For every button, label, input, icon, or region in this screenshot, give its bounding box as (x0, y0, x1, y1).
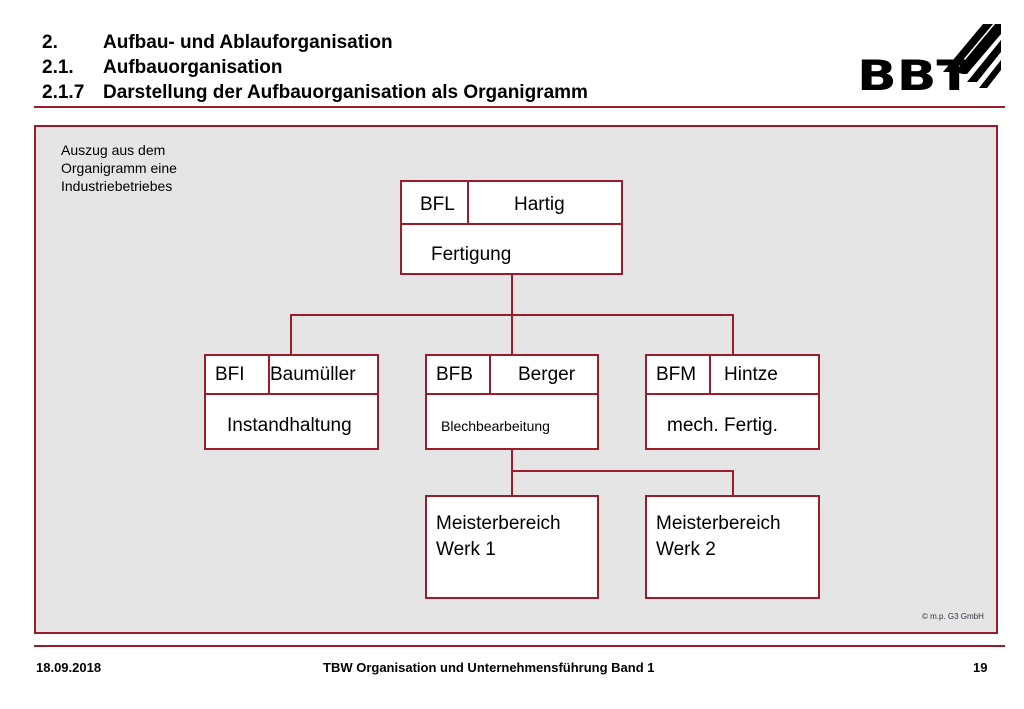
box-header (427, 356, 597, 395)
title-line-1: 2. Aufbau- und Ablauforganisation (42, 32, 393, 54)
connector-bfb (511, 314, 513, 356)
page-number: 19 (973, 660, 988, 675)
logo-text: BBT (857, 51, 972, 100)
box-department: mech. Fertig. (667, 415, 778, 436)
box-header (206, 356, 377, 395)
title-line-3: 2.1.7 Darstellung der Aufbauorganisation … (42, 82, 588, 104)
diagram-note: Auszug aus dem Organigramm eine Industri… (61, 142, 177, 194)
section-number: 2. (42, 32, 58, 53)
box-line-1: Meisterbereich (436, 513, 561, 534)
org-box-bfm: BFM Hintze mech. Fertig. (645, 354, 820, 450)
header-rule (34, 106, 1005, 108)
box-department: Instandhaltung (227, 415, 352, 436)
box-divider (709, 356, 711, 393)
title-line-2: 2.1. Aufbauorganisation (42, 57, 282, 79)
connector-bfb-down (511, 447, 513, 497)
box-person: Hintze (724, 364, 778, 385)
org-box-bfi: BFI Baumüller Instandhaltung (204, 354, 379, 450)
box-divider (467, 182, 469, 223)
box-person: Berger (518, 364, 576, 385)
org-box-werk1: Meisterbereich Werk 1 (425, 495, 599, 599)
section-title: Darstellung der Aufbauorganisation als O… (103, 82, 588, 103)
box-line-2: Werk 1 (436, 539, 496, 560)
connector-bfm (732, 314, 734, 356)
section-title: Aufbauorganisation (103, 57, 283, 78)
box-header (647, 356, 818, 395)
box-line-1: Meisterbereich (656, 513, 781, 534)
footer-date: 18.09.2018 (36, 660, 102, 675)
org-box-root: BFL Hartig Fertigung (400, 180, 623, 275)
box-person: Baumüller (270, 364, 356, 385)
box-department: Fertigung (431, 244, 512, 265)
connector-werk2 (732, 470, 734, 497)
section-number: 2.1. (42, 57, 74, 78)
box-person: Hartig (514, 194, 565, 215)
footer-rule (34, 645, 1005, 647)
box-code: BFM (656, 364, 697, 385)
connector-bfi (290, 314, 292, 356)
org-box-bfb: BFB Berger Blechbearbeitung (425, 354, 599, 450)
copyright-note: © m.p. G3 GmbH (922, 612, 984, 621)
section-title: Aufbau- und Ablauforganisation (103, 32, 393, 53)
box-divider (489, 356, 491, 393)
connector-werk-horizontal (511, 470, 734, 472)
box-code: BFL (420, 194, 455, 215)
footer-title: TBW Organisation und Unternehmensführung… (323, 660, 655, 675)
section-number: 2.1.7 (42, 82, 85, 103)
box-code: BFI (215, 364, 245, 385)
bbt-logo: BBT (857, 24, 1001, 100)
box-department: Blechbearbeitung (441, 418, 550, 434)
box-header (402, 182, 621, 225)
org-box-werk2: Meisterbereich Werk 2 (645, 495, 820, 599)
connector-root-down (511, 273, 513, 315)
box-divider (268, 356, 270, 393)
box-code: BFB (436, 364, 473, 385)
box-line-2: Werk 2 (656, 539, 716, 560)
